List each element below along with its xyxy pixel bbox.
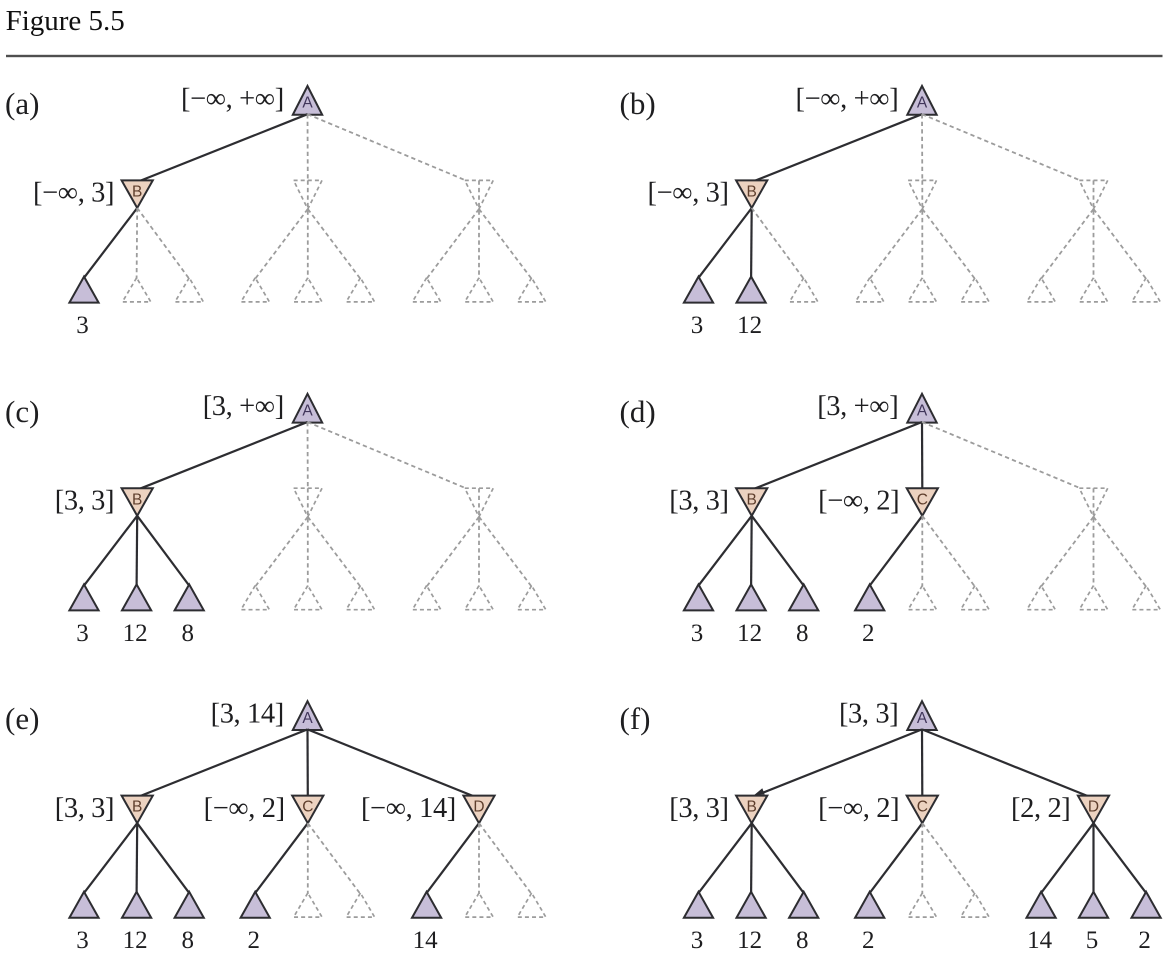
svg-text:3: 3 [76, 312, 89, 339]
svg-text:[3, 14]: [3, 14] [211, 699, 284, 730]
svg-text:[3, +∞]: [3, +∞] [203, 391, 284, 422]
svg-text:8: 8 [796, 620, 809, 647]
svg-text:3: 3 [691, 927, 704, 954]
svg-text:8: 8 [181, 620, 194, 647]
svg-text:2: 2 [862, 927, 875, 954]
svg-text:3: 3 [76, 620, 89, 647]
svg-text:A: A [302, 95, 313, 112]
svg-text:[−∞, +∞]: [−∞, +∞] [181, 83, 284, 114]
svg-text:8: 8 [181, 927, 194, 954]
svg-text:[3, 3]: [3, 3] [669, 793, 728, 824]
svg-text:12: 12 [737, 620, 762, 647]
svg-text:12: 12 [737, 927, 762, 954]
svg-text:(c): (c) [5, 394, 39, 429]
svg-text:A: A [302, 710, 313, 727]
svg-text:14: 14 [413, 927, 439, 954]
svg-text:B: B [747, 184, 757, 201]
svg-text:[3, 3]: [3, 3] [55, 793, 114, 824]
svg-text:(f): (f) [620, 701, 651, 736]
svg-text:[3, 3]: [3, 3] [55, 486, 114, 517]
svg-text:[3, 3]: [3, 3] [839, 699, 898, 730]
svg-text:2: 2 [1138, 927, 1151, 954]
svg-text:(d): (d) [620, 394, 656, 429]
svg-text:B: B [132, 184, 142, 201]
svg-text:[−∞, 2]: [−∞, 2] [818, 793, 899, 824]
svg-text:A: A [302, 402, 313, 419]
svg-text:(e): (e) [5, 701, 39, 736]
svg-text:A: A [917, 402, 928, 419]
svg-text:12: 12 [737, 312, 762, 339]
svg-text:[3, +∞]: [3, +∞] [817, 391, 898, 422]
svg-text:[−∞, 2]: [−∞, 2] [204, 793, 285, 824]
svg-text:B: B [132, 799, 142, 816]
svg-text:[−∞, 3]: [−∞, 3] [648, 178, 729, 209]
svg-text:[2, 2]: [2, 2] [1011, 793, 1070, 824]
svg-text:3: 3 [76, 927, 89, 954]
svg-text:Figure 5.5: Figure 5.5 [6, 5, 125, 37]
svg-text:[3, 3]: [3, 3] [669, 486, 728, 517]
svg-text:[−∞, 3]: [−∞, 3] [33, 178, 114, 209]
svg-text:[−∞, +∞]: [−∞, +∞] [795, 83, 898, 114]
svg-text:B: B [747, 491, 757, 508]
svg-text:2: 2 [247, 927, 260, 954]
svg-text:D: D [473, 799, 484, 816]
svg-text:3: 3 [691, 620, 704, 647]
svg-text:C: C [302, 799, 313, 816]
svg-text:C: C [917, 799, 928, 816]
svg-text:[−∞, 14]: [−∞, 14] [361, 793, 456, 824]
svg-text:[−∞, 2]: [−∞, 2] [818, 486, 899, 517]
svg-text:12: 12 [123, 927, 148, 954]
svg-text:12: 12 [123, 620, 148, 647]
svg-text:8: 8 [796, 927, 809, 954]
svg-text:A: A [917, 95, 928, 112]
svg-text:B: B [747, 799, 757, 816]
svg-text:5: 5 [1086, 927, 1099, 954]
svg-text:D: D [1088, 799, 1099, 816]
svg-text:A: A [917, 710, 928, 727]
svg-text:(b): (b) [620, 86, 656, 121]
svg-text:(a): (a) [5, 86, 39, 121]
svg-text:3: 3 [691, 312, 704, 339]
svg-text:14: 14 [1027, 927, 1053, 954]
svg-text:B: B [132, 491, 142, 508]
svg-text:2: 2 [862, 620, 875, 647]
svg-text:C: C [917, 491, 928, 508]
